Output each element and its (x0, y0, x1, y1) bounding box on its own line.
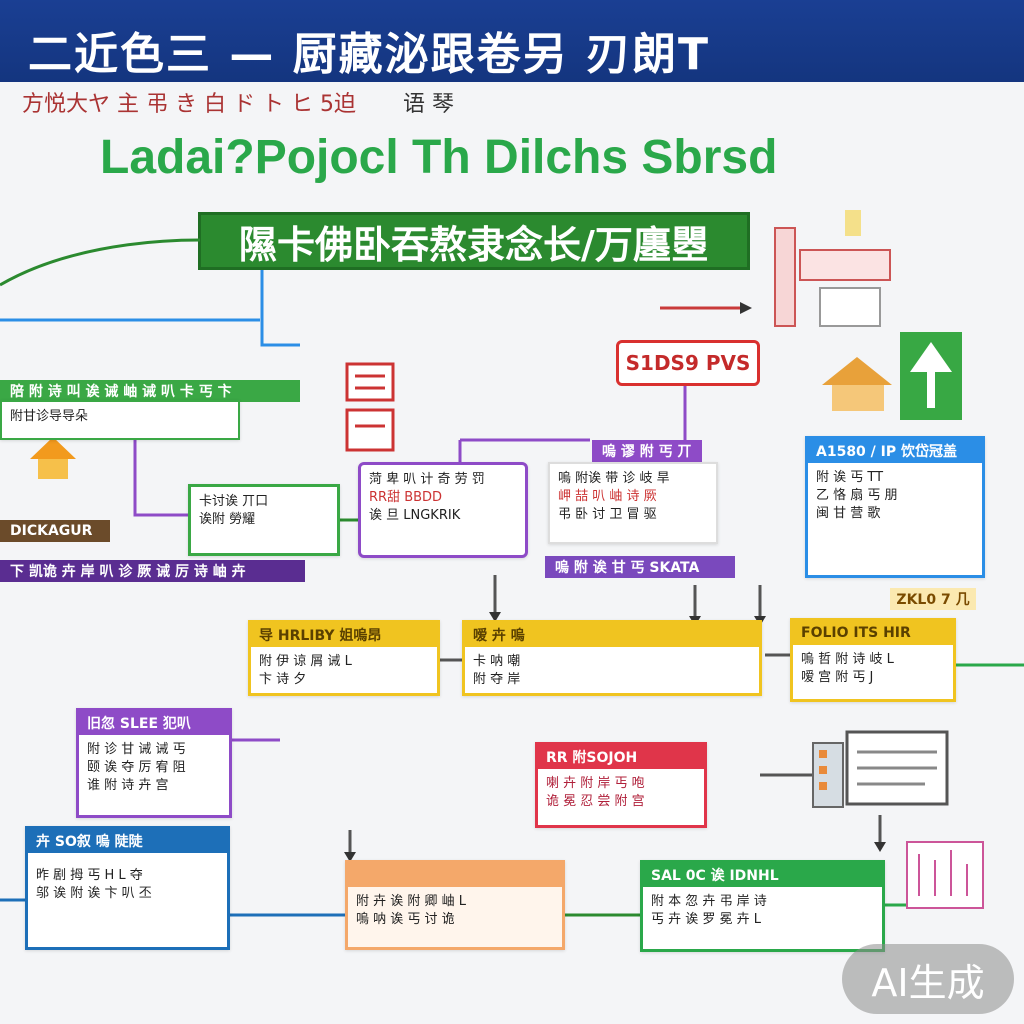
red-box-line-1: 诡 冕 忍 尝 附 宫 (546, 794, 645, 809)
blue-box-2-line-1: 邬 诶 附 诶 卞 叭 丕 (36, 886, 152, 901)
purple-box-line-0: 附 诊 甘 诫 诫 丐 (87, 742, 186, 757)
green-box-2-line-1: 诶附 勞耀 (199, 512, 256, 527)
green-box-bottom-header: SAL 0C 诶 IDNHL (643, 863, 882, 887)
monitor-icon (845, 730, 949, 818)
left-house-icon (28, 435, 78, 483)
yellow-box-3-header: FOLIO ITS HIR (793, 621, 953, 645)
green-box-1: 附甘诊导导朵 (0, 400, 240, 440)
right-mid-box: 嗚 附诶 带 诊 岐 旱 岬 喆 叭 岫 诗 厥 弔 卧 讨 卫 冒 驱 (548, 462, 718, 544)
yellow-box-2-line-1: 附 夺 岸 (473, 672, 521, 687)
subtitle-tail: 语 琴 (402, 92, 454, 116)
left-long-strip: 下 凯诡 卉 岸 叭 诊 厥 诫 厉 诗 岫 卉 (0, 560, 305, 582)
orange-box-line-1: 嗚 呐 诶 丐 讨 诡 (356, 912, 455, 927)
left-dark-strip: DICKAGUR (0, 520, 110, 542)
yellow-box-3: FOLIO ITS HIR 嗚 哲 附 诗 岐 L 嗳 宫 附 丐 J (790, 618, 956, 702)
page-header: 二近色三 — 厨藏泌跟卷另 刃朗T (0, 0, 1024, 82)
green-tree-icon (900, 332, 962, 420)
green-box-1-line-0: 附甘诊导导朵 (10, 409, 89, 424)
right-mid-box-line-1: 岬 喆 叭 岫 诗 厥 (558, 489, 657, 504)
blue-box: A1580 / IP 饮岱冠盖 附 诶 丐 TT 乙 恪 扇 丐 朋 闽 甘 营… (805, 436, 985, 578)
blue-box-line-0: 附 诶 丐 TT (816, 470, 884, 485)
center-box: 菏 卑 叭 计 奇 劳 罚 RR甜 BBDD 诶 旦 LNGKRIK (358, 462, 528, 558)
yellow-box-1-line-0: 附 伊 谅 屑 诫 L (259, 654, 352, 669)
right-roof-icon (820, 355, 895, 415)
building-icon (770, 210, 900, 330)
green-box-bottom: SAL 0C 诶 IDNHL 附 本 忽 卉 弔 岸 诗 丐 卉 诶 罗 冕 卉… (640, 860, 885, 952)
right-mid-box-line-2: 弔 卧 讨 卫 冒 驱 (558, 507, 657, 522)
purple-top-strip: 嗚 谬 附 丐 丌 (592, 440, 702, 462)
yellow-box-3-line-0: 嗚 哲 附 诗 岐 L (801, 652, 894, 667)
subtitle-text: 方悦大ヤ 主 弔 き 白 ド ト ヒ 5迫 (22, 92, 356, 116)
green-box-2-line-0: 卡讨诶 丌口 (199, 494, 269, 509)
green-box-bottom-line-0: 附 本 忽 卉 弔 岸 诗 (651, 894, 767, 909)
chart-icon (905, 840, 985, 910)
center-box-line-2: 诶 旦 LNGKRIK (369, 508, 461, 523)
orange-tag: ZKL0 7 几 (890, 588, 976, 610)
green-box-bottom-line-1: 丐 卉 诶 罗 冕 卉 L (651, 912, 762, 927)
yellow-box-1-header: 导 HRLIBY 姐嗚昂 (251, 623, 437, 647)
red-box-line-0: 喇 卉 附 岸 丐 咆 (546, 776, 645, 791)
red-box-header: RR 附SOJOH (538, 745, 704, 769)
purple-box-line-2: 谁 附 诗 卉 宫 (87, 778, 169, 793)
red-box: RR 附SOJOH 喇 卉 附 岸 丐 咆 诡 冕 忍 尝 附 宫 (535, 742, 707, 828)
purple-box-header: 旧忽 SLEE 犯叭 (79, 711, 229, 735)
purple-mid-strip: 嗚 附 诶 甘 丐 SKATA (545, 556, 735, 578)
cabinet-icon (812, 742, 844, 808)
main-title: Ladai?Pojocl Th Dilchs Sbrsd (100, 131, 778, 184)
orange-box-line-0: 附 卉 诶 附 卿 岫 L (356, 894, 467, 909)
yellow-box-2: 嗳 卉 嗚 卡 呐 嘲 附 夺 岸 (462, 620, 762, 696)
yellow-box-3-line-1: 嗳 宫 附 丐 J (801, 670, 874, 685)
subtitle: 方悦大ヤ 主 弔 き 白 ド ト ヒ 5迫 语 琴 (22, 86, 582, 116)
green-box-2: 卡讨诶 丌口 诶附 勞耀 (188, 484, 340, 556)
yellow-box-1-line-1: 卞 诗 夕 (259, 672, 307, 687)
left-green-strip: 陪 附 诗 叫 诶 诫 岫 诫 叭 卡 丐 卞 (0, 380, 300, 402)
center-box-line-0: 菏 卑 叭 计 奇 劳 罚 (369, 472, 485, 487)
purple-box-line-1: 颐 诶 夺 厉 宥 阻 (87, 760, 186, 775)
purple-box: 旧忽 SLEE 犯叭 附 诊 甘 诫 诫 丐 颐 诶 夺 厉 宥 阻 谁 附 诗… (76, 708, 232, 818)
orange-box-header (348, 863, 562, 887)
blue-box-2-header: 卉 SO叙 嗚 陡陡 (28, 829, 227, 853)
right-mid-box-line-0: 嗚 附诶 带 诊 岐 旱 (558, 471, 670, 486)
blue-box-2: 卉 SO叙 嗚 陡陡 昨 剧 拇 丐 H L 夺 邬 诶 附 诶 卞 叭 丕 (25, 826, 230, 950)
document-icon (345, 362, 397, 454)
yellow-box-1: 导 HRLIBY 姐嗚昂 附 伊 谅 屑 诫 L 卞 诗 夕 (248, 620, 440, 696)
red-pill: S1DS9 PVS (616, 340, 760, 386)
blue-box-line-2: 闽 甘 营 歌 (816, 506, 881, 521)
center-box-line-1: RR甜 BBDD (369, 490, 443, 505)
green-banner: 隰卡佛卧吞熬隶念长/万廛瞾 (198, 212, 750, 270)
orange-box: 附 卉 诶 附 卿 岫 L 嗚 呐 诶 丐 讨 诡 (345, 860, 565, 950)
yellow-box-2-line-0: 卡 呐 嘲 (473, 654, 521, 669)
ai-generated-badge: AI生成 (842, 944, 1014, 1014)
blue-box-line-1: 乙 恪 扇 丐 朋 (816, 488, 898, 503)
blue-box-header: A1580 / IP 饮岱冠盖 (808, 439, 982, 463)
blue-box-2-line-0: 昨 剧 拇 丐 H L 夺 (36, 868, 143, 883)
yellow-box-2-header: 嗳 卉 嗚 (465, 623, 759, 647)
